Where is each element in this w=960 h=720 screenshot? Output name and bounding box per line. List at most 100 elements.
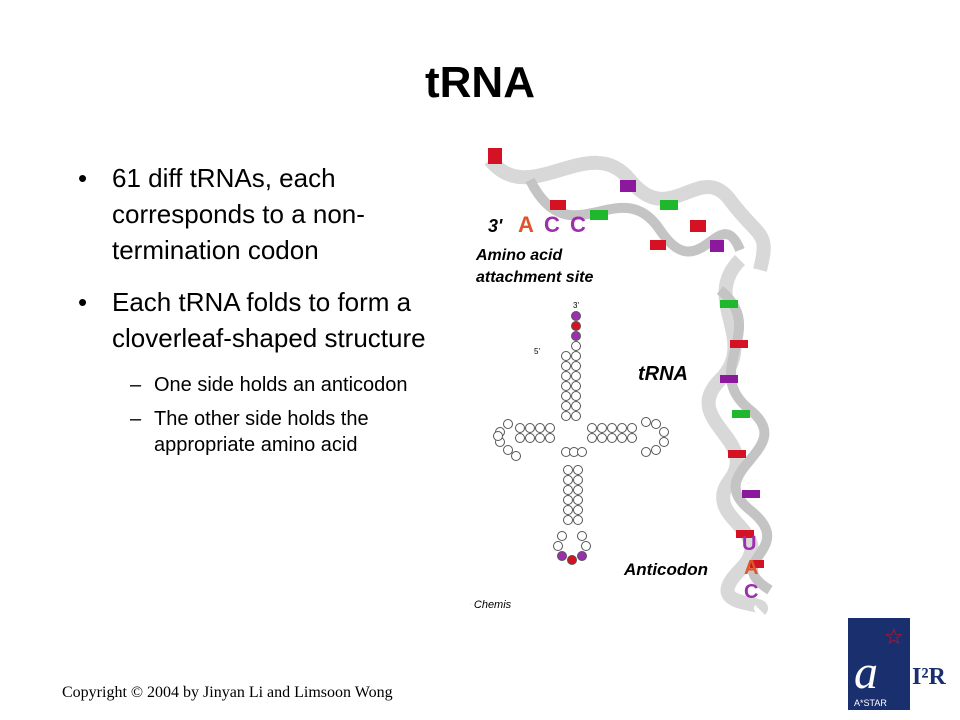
bullet-text: Each tRNA folds to form a cloverleaf-sha…	[112, 287, 426, 353]
nucleotide-circle	[535, 433, 545, 443]
nucleotide-circle	[571, 371, 581, 381]
nucleotide-circle	[571, 311, 581, 321]
astar-a-glyph: a	[854, 646, 878, 699]
nucleotide-circle	[571, 361, 581, 371]
nucleotide-circle	[567, 555, 577, 565]
red-base	[650, 240, 666, 250]
figure-credit: (c) Chemis	[470, 599, 512, 611]
nucleotide-circle	[597, 433, 607, 443]
nucleotide-circle	[563, 475, 573, 485]
i2r-logo: I²R	[912, 664, 946, 690]
nucleotide-circle	[571, 321, 581, 331]
nucleotide-circle	[563, 495, 573, 505]
anticodon-label: Anticodon	[623, 560, 708, 579]
nucleotide-circle	[573, 495, 583, 505]
anticodon-letter: U	[742, 533, 756, 555]
nucleotide-circle	[561, 361, 571, 371]
nucleotide-circle	[571, 391, 581, 401]
nucleotide-circle	[587, 433, 597, 443]
amino-site-label-1: Amino acid	[475, 247, 563, 264]
nucleotide-circle	[561, 391, 571, 401]
trna-ribbon-3d	[484, 148, 773, 615]
purple-base	[710, 240, 724, 252]
green-base	[720, 300, 738, 308]
cloverleaf-diagram: 3' 5'	[493, 301, 669, 565]
nucleotide-circle	[571, 341, 581, 351]
nucleotide-circle	[573, 515, 583, 525]
nucleotide-circle	[515, 423, 525, 433]
nucleotide-circle	[545, 423, 555, 433]
nucleotide-circle	[627, 423, 637, 433]
amino-site-label-2: attachment site	[476, 269, 593, 286]
nucleotide-circle	[577, 447, 587, 457]
sub-bullet-text: One side holds an anticodon	[154, 374, 408, 396]
purple-base	[620, 180, 636, 192]
nucleotide-circle	[627, 433, 637, 443]
nucleotide-circle	[597, 423, 607, 433]
nucleotide-circle	[511, 451, 521, 461]
green-base	[590, 210, 608, 220]
nucleotide-circle	[563, 485, 573, 495]
bullet-item: • 61 diff tRNAs, each corresponds to a n…	[72, 160, 462, 268]
small-3prime: 3'	[573, 301, 579, 310]
nucleotide-circle	[571, 351, 581, 361]
acc-letter: C	[544, 212, 560, 237]
astar-logo: ☆ a A*STAR	[848, 618, 910, 710]
nucleotide-circle	[553, 541, 563, 551]
slide-title: tRNA	[425, 58, 535, 107]
nucleotide-circle	[577, 551, 587, 561]
bullet-dot: •	[78, 163, 88, 193]
trna-figure: 3' A C C Amino acid attachment site tRNA…	[470, 148, 773, 615]
green-base	[660, 200, 678, 210]
bullet-list: • 61 diff tRNAs, each corresponds to a n…	[72, 160, 462, 466]
nucleotide-circle	[571, 331, 581, 341]
nucleotide-circle	[573, 505, 583, 515]
nucleotide-circle	[641, 447, 651, 457]
purple-base	[720, 375, 738, 383]
copyright-footer: Copyright © 2004 by Jinyan Li and Limsoo…	[62, 684, 393, 701]
astar-text: A*STAR	[854, 698, 887, 708]
red-base	[750, 560, 764, 568]
nucleotide-circle	[561, 411, 571, 421]
sub-bullet-item: – The other side holds the appropriate a…	[72, 406, 462, 458]
nucleotide-circle	[571, 381, 581, 391]
sub-bullet-text: The other side holds the appropriate ami…	[154, 408, 369, 456]
nucleotide-circle	[515, 433, 525, 443]
nucleotide-circle	[525, 423, 535, 433]
nucleotide-circle	[573, 485, 583, 495]
bullet-text: 61 diff tRNAs, each corresponds to a non…	[112, 163, 365, 265]
nucleotide-circle	[571, 411, 581, 421]
nucleotide-circle	[535, 423, 545, 433]
nucleotide-circle	[651, 419, 661, 429]
nucleotide-circle	[573, 475, 583, 485]
sub-bullet-item: – One side holds an anticodon	[72, 372, 462, 398]
sub-bullet-dash: –	[130, 408, 142, 430]
purple-base	[742, 490, 760, 498]
nucleotide-circle	[561, 381, 571, 391]
nucleotide-circle	[617, 423, 627, 433]
nucleotide-circle	[557, 531, 567, 541]
nucleotide-circle	[525, 433, 535, 443]
trna-label: tRNA	[638, 363, 688, 385]
label-3prime: 3'	[488, 216, 503, 236]
nucleotide-circle	[659, 437, 669, 447]
sub-bullet-dash: –	[130, 374, 142, 396]
star-icon: ☆	[884, 625, 904, 650]
red-base	[736, 530, 754, 538]
nucleotide-circle	[561, 371, 571, 381]
nucleotide-circle	[493, 431, 503, 441]
acc-letter: C	[570, 212, 586, 237]
nucleotide-circle	[503, 445, 513, 455]
red-base	[488, 148, 502, 164]
anticodon-letter: C	[744, 581, 758, 603]
red-base	[728, 450, 746, 458]
nucleotide-circle	[563, 515, 573, 525]
acc-letter: A	[518, 212, 534, 237]
nucleotide-circle	[607, 433, 617, 443]
nucleotide-circle	[557, 551, 567, 561]
nucleotide-circle	[561, 351, 571, 361]
nucleotide-circle	[561, 401, 571, 411]
nucleotide-circle	[577, 531, 587, 541]
nucleotide-circle	[651, 445, 661, 455]
nucleotide-circle	[563, 465, 573, 475]
